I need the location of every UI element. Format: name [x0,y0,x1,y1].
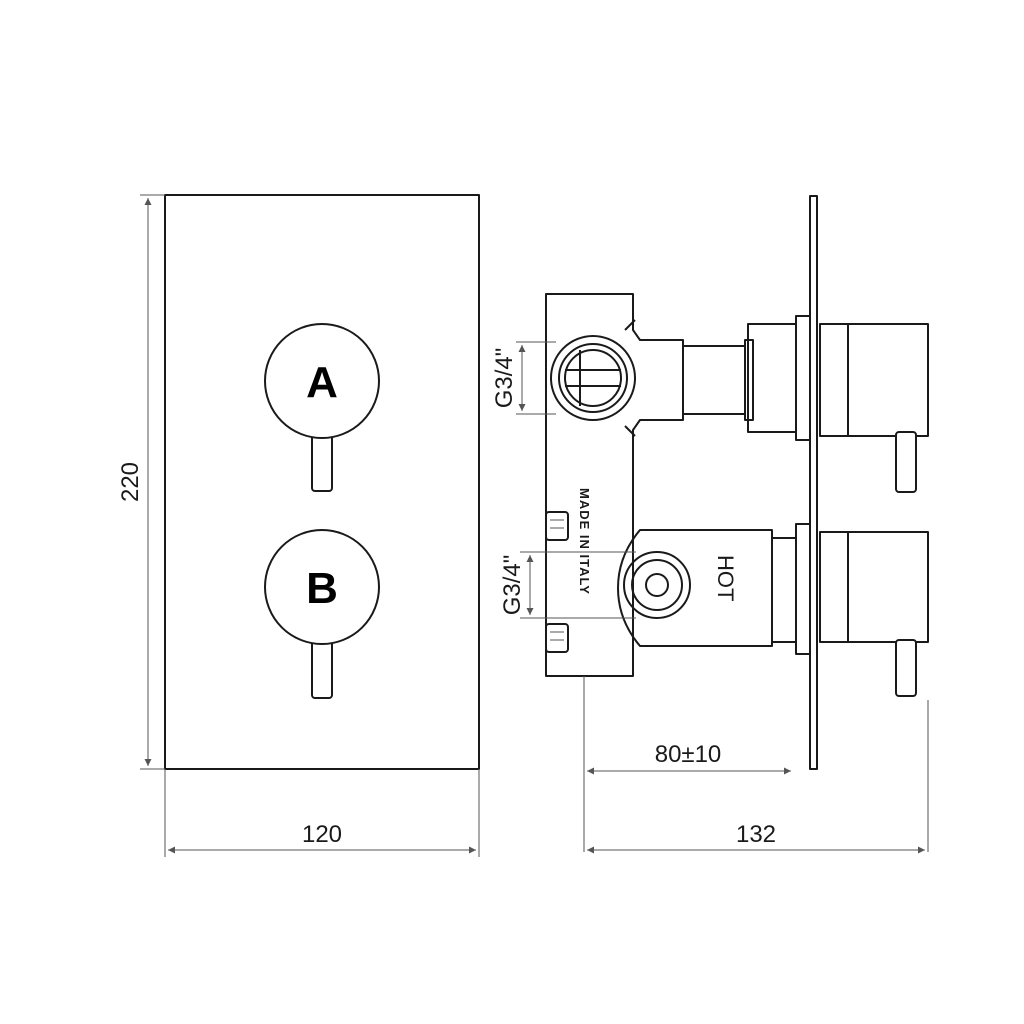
knob-a-label: A [306,358,338,407]
bottom-mixer [617,529,773,647]
top-port [550,319,636,437]
width-dimension-text: 120 [302,821,342,848]
knob-a-cap [264,323,380,439]
small-fittings [545,511,569,653]
depth-dimension-text: 80±10 [655,741,722,768]
knob-b: B [264,529,380,699]
depth-dimension: 80±10 [583,676,791,852]
wall-plate [809,195,818,770]
valve-body [545,293,684,677]
side-view: MADE IN ITALY HOT G3/4" G3/4" 80±10 132 [491,195,929,854]
height-dimension: 220 [117,194,165,770]
top-stem [682,345,746,415]
engraving-text: MADE IN ITALY [577,488,592,595]
front-plate [164,194,480,770]
knob-a: A [264,323,380,492]
top-connection-dimension: G3/4" [491,341,556,415]
height-dimension-text: 220 [117,462,144,502]
total-depth-dimension-text: 132 [736,821,776,848]
bottom-connection-text: G3/4" [499,555,526,616]
width-dimension: 120 [164,769,480,857]
bottom-cartridge [771,523,929,697]
top-cartridge [747,315,929,493]
knob-b-cap [264,529,380,645]
top-connection-text: G3/4" [491,348,518,409]
front-view: A B 220 120 [117,194,480,857]
top-lever [895,431,917,493]
knob-b-label: B [306,564,338,613]
hot-label: HOT [713,555,738,601]
bottom-connection-dimension: G3/4" [499,551,636,619]
bottom-lever [895,639,917,697]
total-depth-dimension: 132 [587,700,929,854]
